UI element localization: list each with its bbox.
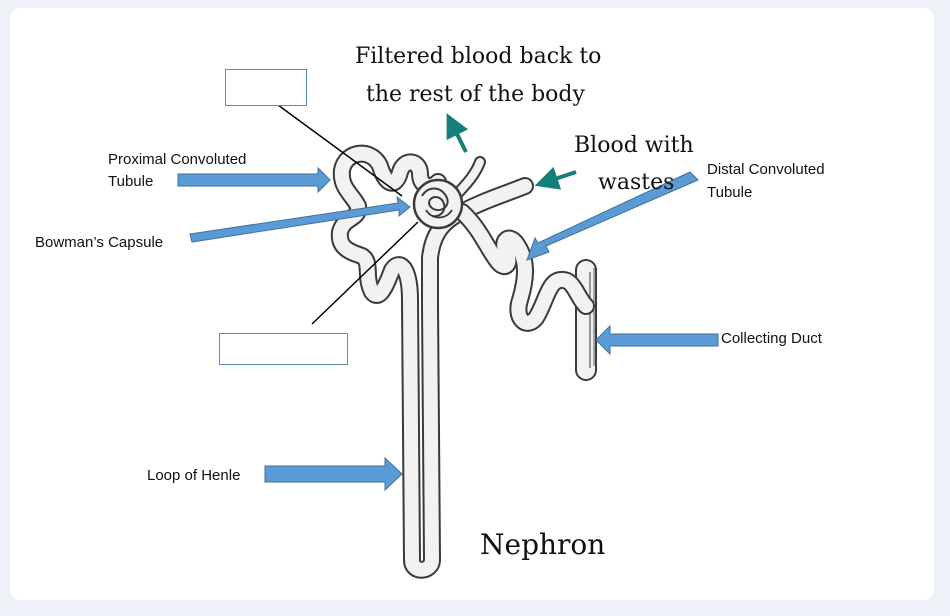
label-proximal-line1: Proximal Convoluted <box>108 151 247 168</box>
proximal-arrow <box>177 166 331 194</box>
annotation-filtered-line2: the rest of the body <box>366 82 585 107</box>
label-loop: Loop of Henle <box>147 467 241 484</box>
label-bowman: Bowman’s Capsule <box>35 234 164 251</box>
filtered-blood-arrow <box>446 113 469 153</box>
leader-line-bottom <box>311 221 419 325</box>
annotation-blood-line2: wastes <box>598 170 675 195</box>
distal-arrow <box>526 171 699 261</box>
blood-in-arrow <box>534 166 577 190</box>
label-proximal-line2: Tubule <box>108 173 154 190</box>
annotation-filtered-line1: Filtered blood back to <box>355 44 602 69</box>
annotation-blood-line1: Blood with <box>574 133 694 158</box>
nephron-tubule <box>330 144 595 579</box>
label-distal-line1: Distal Convoluted <box>707 161 825 178</box>
diagram-card <box>10 8 934 600</box>
loop-arrow <box>264 456 403 492</box>
collecting-duct <box>575 259 597 381</box>
blank-label-box-bottom[interactable] <box>219 333 348 365</box>
label-collecting: Collecting Duct <box>721 330 822 347</box>
collecting-arrow <box>595 324 719 356</box>
diagram-title: Nephron <box>480 528 606 561</box>
leader-line-top <box>277 104 403 197</box>
glomerulus <box>412 178 464 230</box>
bowman-arrow <box>189 195 411 243</box>
label-distal-line2: Tubule <box>707 184 753 201</box>
blank-label-box-top[interactable] <box>225 69 307 106</box>
